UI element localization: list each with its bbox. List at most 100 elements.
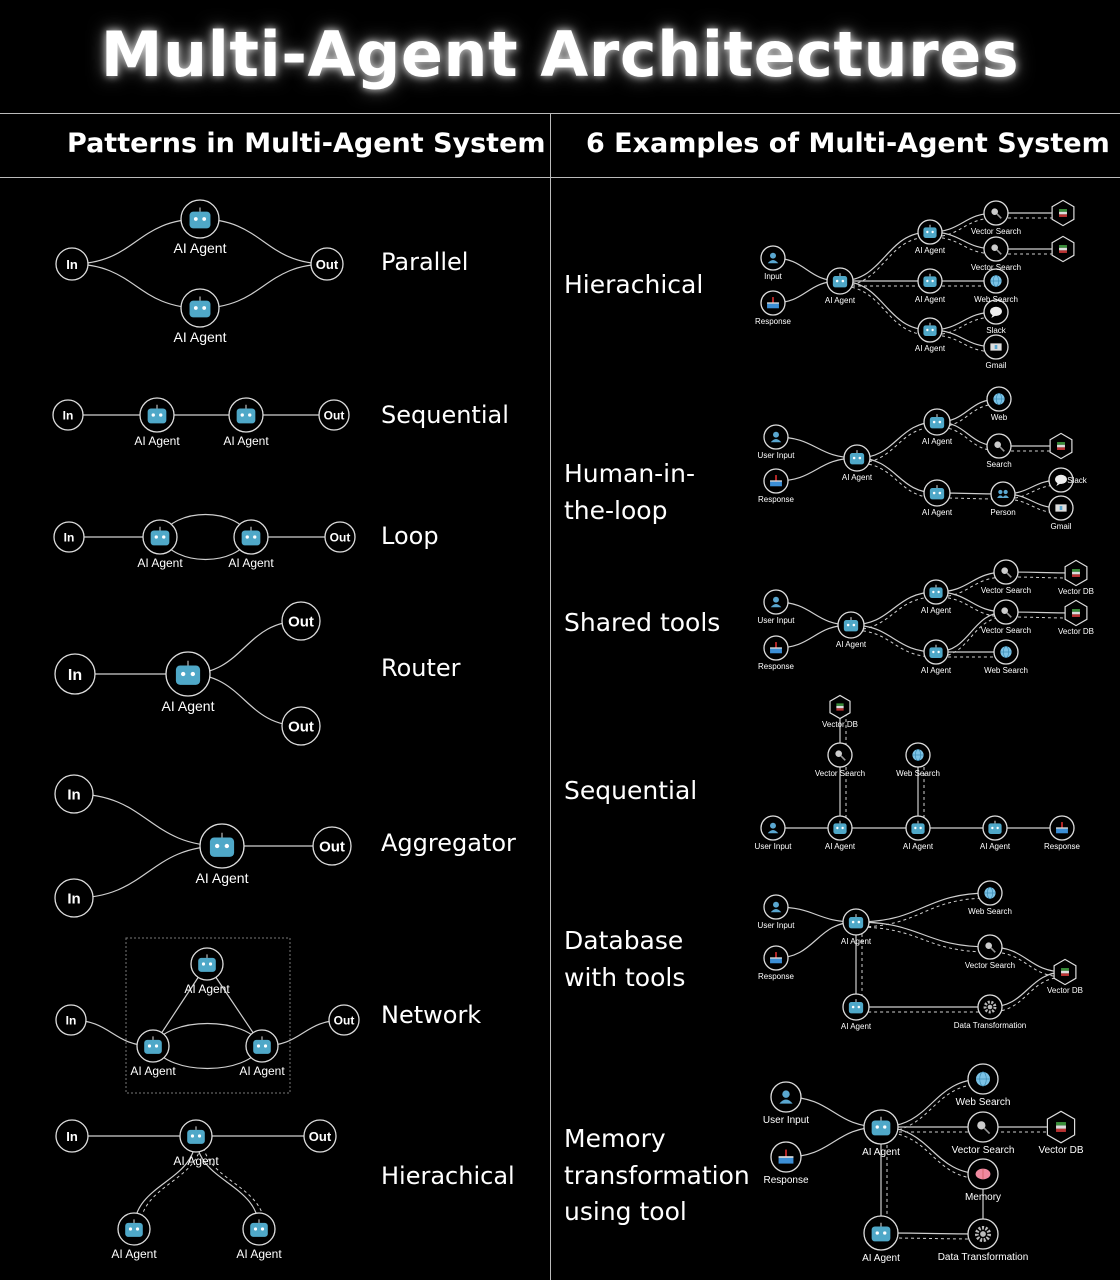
search-node [967,1111,999,1143]
node-label: Slack [986,326,1007,335]
response-node [763,635,789,661]
search-node [993,559,1019,585]
in-node [53,521,85,553]
person-node [760,245,786,271]
db-node [1064,559,1088,587]
example-name: the-loop [564,496,667,525]
example-seq [760,694,1075,841]
connector-line [133,1135,197,1230]
pattern-hierarchical [55,1119,337,1246]
db-node [1046,1110,1076,1144]
connector-line [71,263,201,309]
example-mem [770,1063,1076,1251]
pattern-name: Router [381,654,461,682]
pattern-name: Hierachical [381,1162,515,1190]
node-label: In [66,257,78,272]
db-icon [1059,245,1067,253]
node-label: AI Agent [922,508,953,517]
divider [0,113,1120,114]
agent-node [923,579,949,605]
pattern-network [55,937,360,1094]
agent-node [199,823,245,869]
out-node [281,601,321,641]
gear-node [967,1218,999,1250]
in-node [52,399,84,431]
response-node [763,468,789,494]
node-label: Vector Search [971,263,1021,272]
agent-icon [848,999,864,1014]
search-icon [977,1121,991,1135]
search-icon [1001,607,1012,618]
page-title: Multi-Agent Architectures [100,18,1020,91]
agent-icon [911,820,925,834]
node-label: AI Agent [130,1064,176,1078]
example-shared [763,559,1088,665]
agent-node [917,219,943,245]
brain-node [967,1158,999,1190]
node-label: AI Agent [825,842,856,851]
globe-node [983,268,1009,294]
node-label: Response [755,317,792,326]
node-label: AI Agent [836,640,867,649]
agent-node [245,1029,279,1063]
pattern-name: Network [381,1001,481,1029]
people-icon [997,489,1009,498]
db-icon [1056,1122,1066,1132]
node-label: User Input [758,616,796,625]
response-icon [770,952,782,964]
node-label: AI Agent [184,982,230,996]
response-node [1049,815,1075,841]
node-label: AI Agent [228,556,274,570]
node-label: Out [319,839,345,856]
chat-icon [1055,474,1067,486]
agent-node [136,1029,170,1063]
search-node [827,742,853,768]
globe-icon [993,393,1005,405]
pattern-name: Loop [381,522,439,550]
pattern-name: Parallel [381,248,468,276]
example-name: Sequential [564,776,697,805]
agent-icon [150,526,170,546]
agent-node [190,947,224,981]
mail-icon [1055,504,1067,512]
person-node [763,424,789,450]
search-node [977,934,1003,960]
in-node [54,774,94,814]
agent-icon [871,1222,891,1242]
node-label: Web Search [896,769,940,778]
in-node [55,1004,87,1036]
agent-icon [209,832,235,857]
divider [550,113,551,1280]
person-icon [779,1090,793,1104]
node-label: Gmail [986,361,1007,370]
node-label: AI Agent [915,344,946,353]
node-label: Out [288,719,314,736]
search-node [993,599,1019,625]
search-node [983,200,1009,226]
agent-icon [923,322,937,336]
globe-icon [1000,646,1012,658]
person-icon [767,822,779,834]
chat-node [983,299,1009,325]
globe-node [905,742,931,768]
node-label: In [67,787,80,804]
connector-line [855,921,991,948]
node-label: In [63,409,74,423]
pattern-name: Aggregator [381,829,516,857]
node-label: AI Agent [173,1154,219,1168]
search-icon [991,208,1002,219]
pattern-loop [53,513,356,561]
node-label: AI Agent [862,1253,900,1264]
node-label: Vector DB [1047,986,1083,995]
db-icon [1072,569,1080,577]
node-label: AI Agent [842,473,873,482]
agent-node [837,611,865,639]
node-label: Data Transformation [954,1021,1026,1030]
agent-icon [848,914,864,929]
agent-icon [843,617,859,632]
node-label: Out [334,1014,355,1028]
node-label: User Input [763,1115,809,1126]
person-icon [770,901,782,913]
agent-node [242,1212,276,1246]
response-icon [770,475,782,487]
